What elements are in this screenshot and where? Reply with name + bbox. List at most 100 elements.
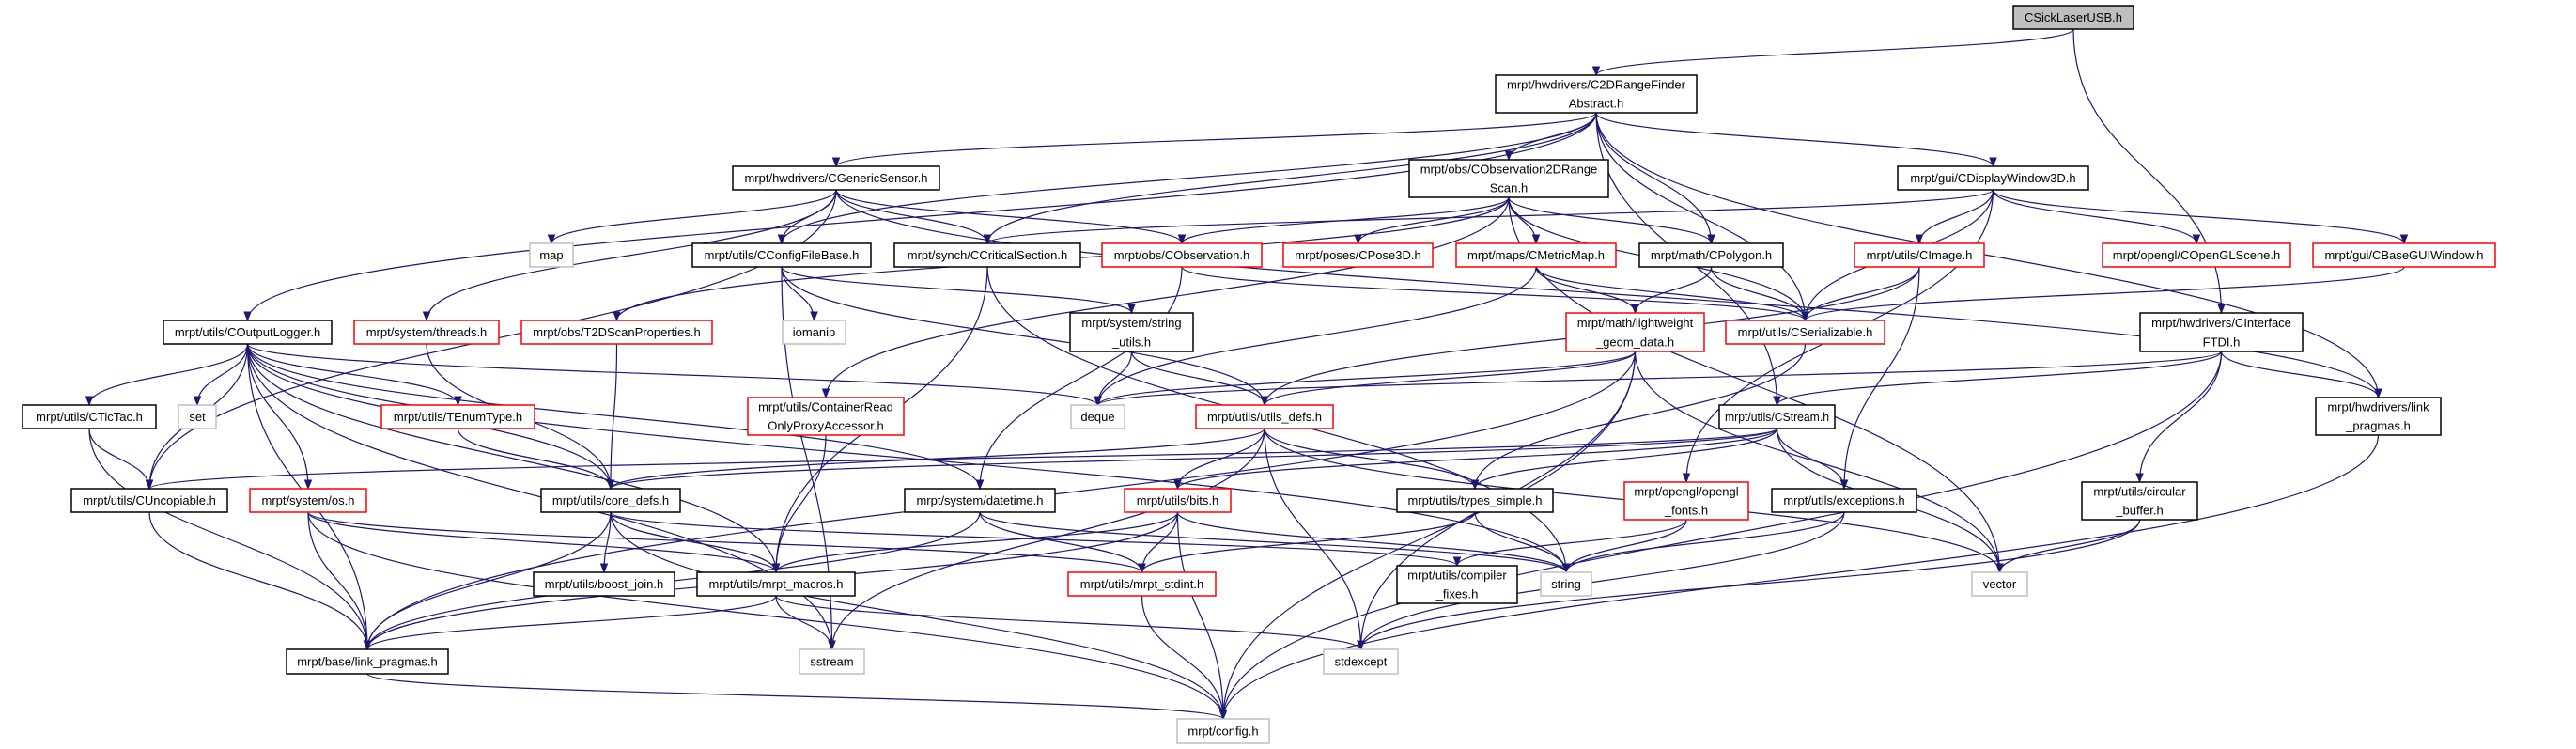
node-box: [782, 320, 846, 345]
edge-macros-to-stdexcept: [775, 595, 1365, 651]
edge-disp3d-to-cimage: [1915, 189, 1994, 245]
node-deque[interactable]: deque: [1070, 404, 1125, 429]
node-box: [1323, 648, 1399, 675]
node-threads[interactable]: mrpt/system/threads.h: [353, 320, 500, 345]
node-box: [1070, 404, 1125, 429]
edge-circbuf-to-vector: [1995, 519, 2141, 574]
edge-c2d-to-disp3d: [1595, 112, 1997, 168]
node-t2dscan[interactable]: mrpt/obs/T2DScanProperties.h: [520, 320, 713, 345]
node-box: [380, 404, 535, 429]
node-datetime[interactable]: mrpt/system/datetime.h: [904, 488, 1056, 513]
node-label: mrpt/utils/CSerializable.h: [1738, 325, 1873, 339]
node-stdint[interactable]: mrpt/utils/mrpt_stdint.h: [1067, 571, 1217, 597]
edge-obs2d-to-container: [821, 196, 1510, 399]
node-stdexcept[interactable]: stdexcept: [1323, 648, 1399, 675]
node-polygon[interactable]: mrpt/math/CPolygon.h: [1638, 242, 1784, 268]
node-glscene[interactable]: mrpt/opengl/COpenGLScene.h: [2102, 242, 2291, 268]
node-hwpragmas[interactable]: mrpt/hwdrivers/link_pragmas.h: [2315, 397, 2442, 436]
node-label: mrpt/utils/CUncopiable.h: [83, 493, 216, 507]
node-label: mrpt/hwdrivers/link: [2327, 400, 2429, 414]
node-critsec[interactable]: mrpt/synch/CCriticalSection.h: [893, 242, 1081, 268]
node-gensensor[interactable]: mrpt/hwdrivers/CGenericSensor.h: [732, 165, 940, 191]
edge-cstream-to-uncopiable: [146, 428, 1778, 491]
node-exceptions[interactable]: mrpt/utils/exceptions.h: [1771, 488, 1917, 513]
node-label: FTDI.h: [2203, 335, 2241, 349]
node-disp3d[interactable]: mrpt/gui/CDisplayWindow3D.h: [1897, 165, 2089, 191]
node-label: OnlyProxyAccessor.h: [768, 419, 884, 433]
edge-cobs-to-cserial: [1181, 266, 1809, 322]
node-tictac[interactable]: mrpt/utils/CTicTac.h: [22, 404, 157, 429]
node-iomanip[interactable]: iomanip: [782, 320, 846, 345]
node-box: [1725, 320, 1885, 345]
node-metricmap[interactable]: mrpt/maps/CMetricMap.h: [1455, 242, 1617, 268]
node-string[interactable]: string: [1540, 571, 1592, 597]
node-config[interactable]: mrpt/config.h: [1176, 718, 1270, 744]
edge-coredefs-to-basepragmas: [363, 511, 612, 651]
edge-tenum-to-coredefs: [457, 428, 615, 491]
node-label: mrpt/utils/boost_join.h: [545, 577, 663, 591]
edge-metricmap-to-deque: [1094, 266, 1537, 407]
node-guiwin[interactable]: mrpt/gui/CBaseGUIWindow.h: [2312, 242, 2496, 268]
node-label: mrpt/system/os.h: [262, 493, 355, 507]
node-label: mrpt/utils/circular: [2093, 485, 2186, 499]
edge-tictac-to-uncopiable: [88, 428, 154, 491]
node-sstream[interactable]: sstream: [799, 648, 865, 675]
node-cserial[interactable]: mrpt/utils/CSerializable.h: [1725, 320, 1885, 345]
node-box: [893, 242, 1081, 268]
node-label: mrpt/config.h: [1187, 725, 1258, 739]
node-coredefs[interactable]: mrpt/utils/core_defs.h: [540, 488, 681, 513]
edge-bits-to-config: [1176, 511, 1228, 721]
node-label: Abstract.h: [1569, 97, 1624, 111]
node-label: map: [539, 248, 563, 262]
edge-macros-to-sstream: [775, 595, 836, 651]
node-box: [2102, 242, 2291, 268]
node-cstream[interactable]: mrpt/utils/CStream.h: [1718, 404, 1836, 429]
node-strutils[interactable]: mrpt/system/string_utils.h: [1069, 312, 1194, 352]
node-circbuf[interactable]: mrpt/utils/circular_buffer.h: [2081, 481, 2198, 521]
node-cfgfile[interactable]: mrpt/utils/CConfigFileBase.h: [691, 242, 872, 268]
node-label: mrpt/opengl/opengl: [1634, 485, 1738, 499]
node-label: mrpt/utils/types_simple.h: [1407, 493, 1542, 507]
edge-gensensor-to-map: [547, 189, 837, 245]
node-box: [178, 404, 217, 429]
node-container[interactable]: mrpt/utils/ContainerReadOnlyProxyAccesso…: [747, 397, 905, 436]
node-sick[interactable]: CSickLaserUSB.h: [2012, 5, 2134, 30]
node-glfonts[interactable]: mrpt/opengl/opengl_fonts.h: [1623, 481, 1749, 521]
node-label: mrpt/gui/CDisplayWindow3D.h: [1910, 171, 2075, 185]
node-os[interactable]: mrpt/system/os.h: [249, 488, 367, 513]
node-map[interactable]: map: [529, 242, 574, 268]
node-label: mrpt/obs/CObservation.h: [1114, 248, 1250, 262]
node-outlogger[interactable]: mrpt/utils/COutputLogger.h: [163, 320, 333, 345]
node-cobs[interactable]: mrpt/obs/CObservation.h: [1101, 242, 1263, 268]
edge-cfgfile-to-strutils: [781, 266, 1136, 315]
edge-os-to-basepragmas: [307, 511, 372, 651]
node-utilsdefs[interactable]: mrpt/utils/utils_defs.h: [1195, 404, 1334, 429]
edge-obs2d-to-pose3d: [1354, 196, 1510, 245]
edge-outlogger-to-tenum: [246, 343, 462, 407]
node-typessimple[interactable]: mrpt/utils/types_simple.h: [1396, 488, 1554, 513]
node-macros[interactable]: mrpt/utils/mrpt_macros.h: [696, 571, 856, 597]
node-tenum[interactable]: mrpt/utils/TEnumType.h: [380, 404, 535, 429]
node-box: [1101, 242, 1263, 268]
node-uncopiable[interactable]: mrpt/utils/CUncopiable.h: [70, 488, 228, 513]
edge-sick-to-c2d: [1591, 28, 2074, 77]
node-bits[interactable]: mrpt/utils/bits.h: [1124, 488, 1232, 513]
node-basepragmas[interactable]: mrpt/base/link_pragmas.h: [286, 648, 449, 675]
node-label: CSickLaserUSB.h: [2025, 10, 2122, 24]
node-lwgeom[interactable]: mrpt/math/lightweight_geom_data.h: [1565, 312, 1705, 352]
edge-outlogger-to-os: [246, 343, 313, 491]
node-set[interactable]: set: [178, 404, 217, 429]
node-box: [1176, 718, 1270, 744]
node-pose3d[interactable]: mrpt/poses/CPose3D.h: [1282, 242, 1434, 268]
node-boostjoin[interactable]: mrpt/utils/boost_join.h: [533, 571, 675, 597]
node-box: [2012, 5, 2134, 30]
node-label: _utils.h: [1111, 335, 1151, 349]
edge-basepragmas-to-config: [366, 673, 1227, 721]
node-compfixes[interactable]: mrpt/utils/compiler_fixes.h: [1396, 565, 1518, 604]
node-vector[interactable]: vector: [1971, 571, 2028, 597]
edge-glfonts-to-compfixes: [1452, 519, 1687, 568]
node-cimage[interactable]: mrpt/utils/CImage.h: [1854, 242, 1985, 268]
